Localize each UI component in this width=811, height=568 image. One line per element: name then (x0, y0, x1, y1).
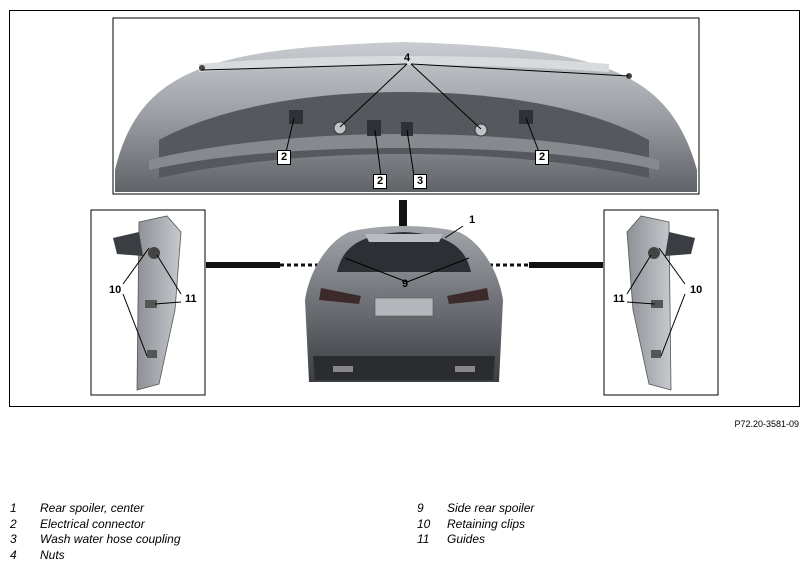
right-detail-view (603, 209, 719, 396)
callout-retaining-clips-right: 10 (690, 284, 703, 296)
callout-side-rear-spoiler: 9 (402, 278, 409, 290)
figure-frame (9, 10, 800, 407)
callout-guides-right: 11 (613, 293, 625, 305)
top-detail-view (112, 17, 700, 195)
callout-electrical-connector-right: 2 (535, 150, 550, 165)
spoiler-illustration (90, 17, 719, 396)
callout-guides-left: 11 (185, 293, 197, 305)
callout-retaining-clips-left: 10 (109, 284, 122, 296)
car-rear-view (305, 225, 503, 382)
left-detail-view (90, 209, 206, 396)
callout-wash-water-hose: 3 (413, 174, 428, 189)
callout-electrical-connector-center: 2 (373, 174, 388, 189)
callout-electrical-connector-left: 2 (277, 150, 292, 165)
callout-nuts: 4 (404, 52, 411, 64)
figure-reference-code: P72.20-3581-09 (734, 419, 799, 429)
callout-rear-spoiler-center: 1 (469, 214, 476, 226)
